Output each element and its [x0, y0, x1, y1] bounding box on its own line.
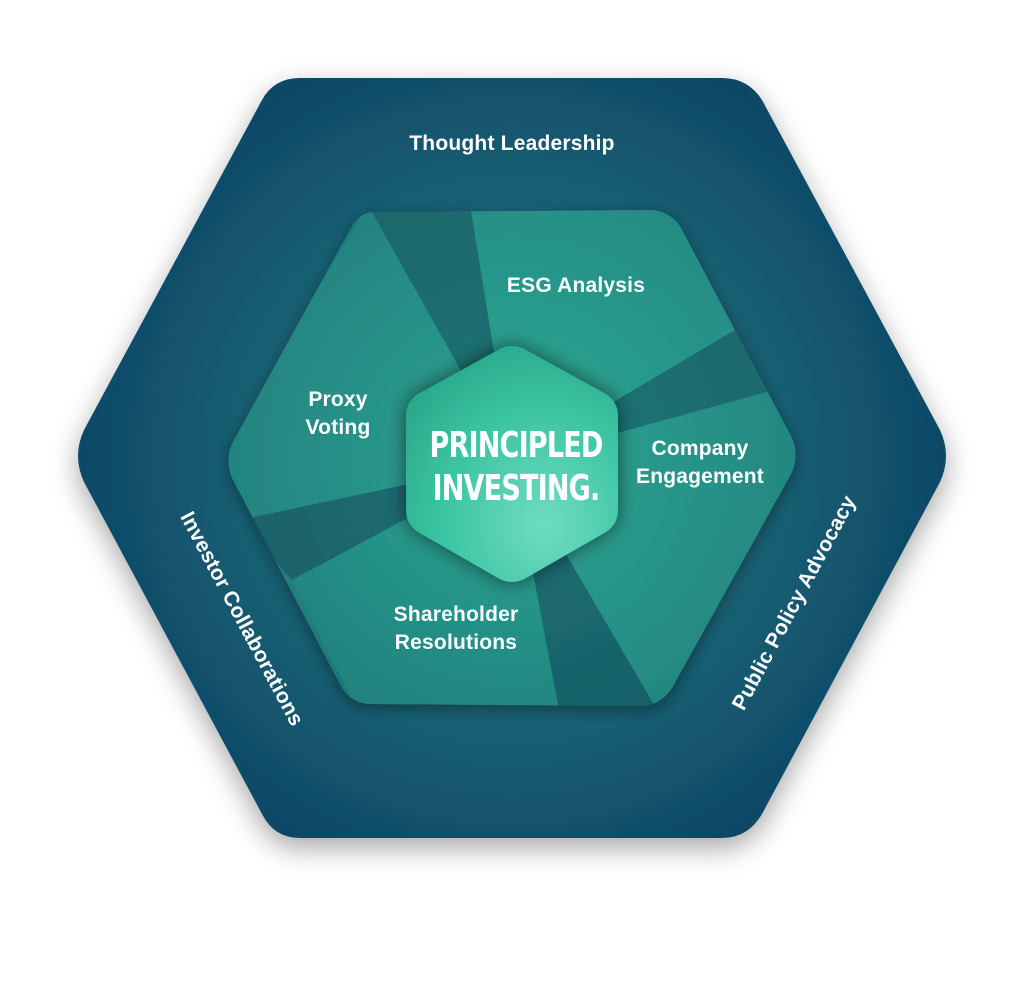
company-engagement-label-line1: Company [651, 437, 748, 460]
center-title-line1: PRINCIPLED [429, 425, 602, 466]
shareholder-resolutions-label-line2: Resolutions [395, 631, 517, 654]
proxy-voting-label-line1: Proxy [308, 388, 367, 411]
center-hexagon [406, 346, 618, 582]
proxy-voting-label-line2: Voting [306, 416, 371, 439]
esg-analysis-label: ESG Analysis [507, 274, 645, 297]
thought-leadership-label: Thought Leadership [409, 132, 614, 155]
center-title-line2: INVESTING. [432, 468, 599, 509]
shareholder-resolutions-label-line1: Shareholder [394, 603, 519, 626]
company-engagement-label-line2: Engagement [636, 465, 764, 488]
